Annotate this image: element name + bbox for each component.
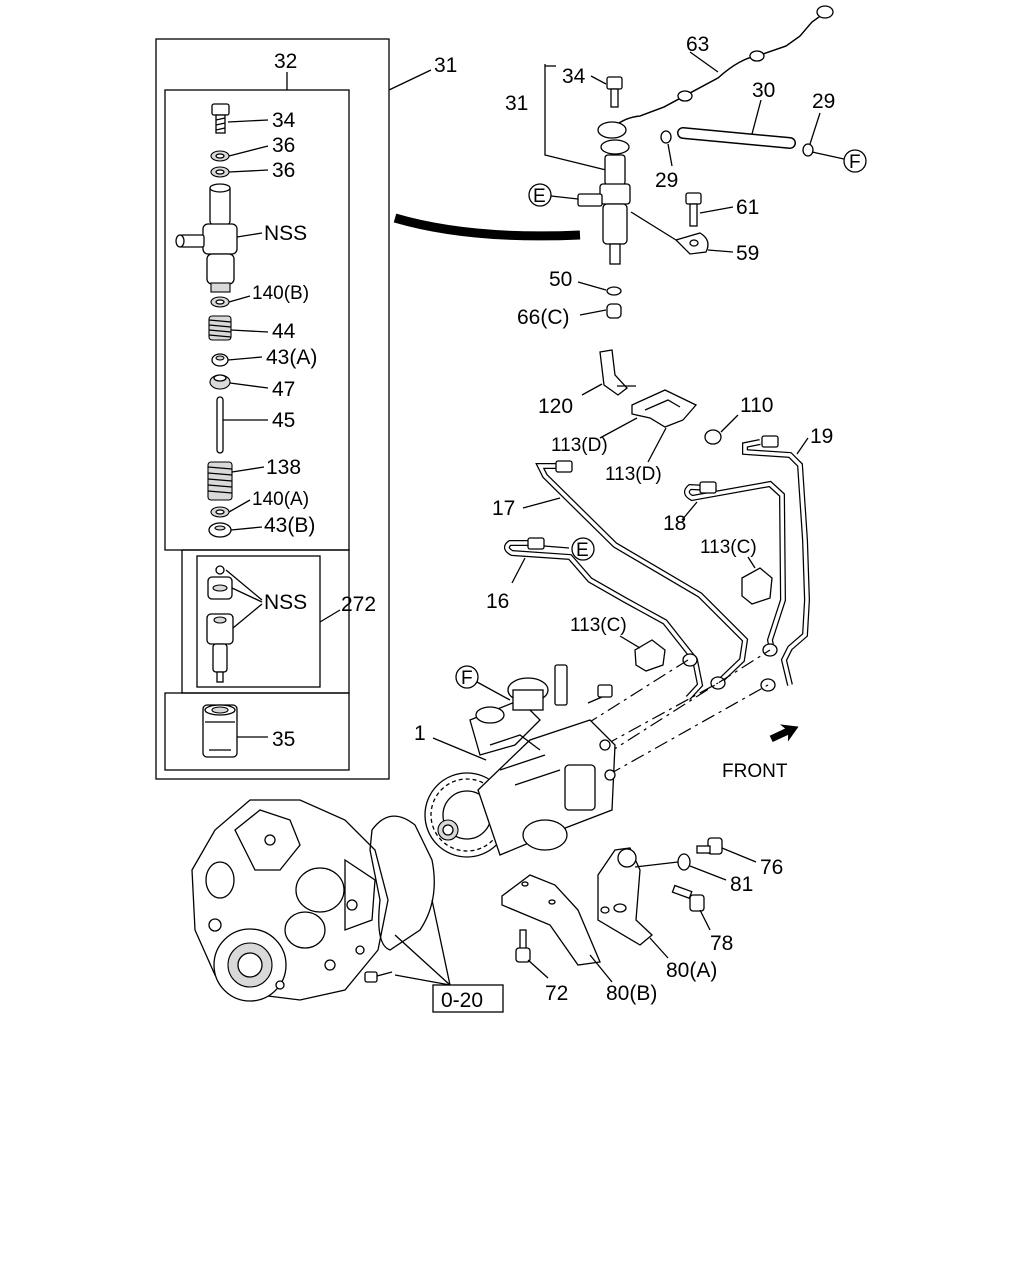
pipe-group: 120 113(D) 113(D) 110 19 18 17 [486,349,833,776]
callout-272: 272 [341,593,376,616]
seat-47 [209,374,231,390]
callout-66c: 66(C) [517,306,570,329]
gasket [369,815,435,951]
bracket-80a [597,847,653,946]
callout-19: 19 [810,425,833,448]
callout-113c-b: 113(C) [570,615,627,636]
callout-50: 50 [549,268,572,291]
inner-box-32 [164,89,350,551]
push-rod-45 [216,396,224,454]
retaining-nut-35 [202,704,238,758]
nozzle-set-272 [206,565,234,683]
callout-36-b: 36 [272,159,295,182]
washer-36-a [210,150,230,162]
cap-66c [606,303,622,319]
nut-110 [704,429,722,445]
callout-47: 47 [272,378,295,401]
callout-31-left: 31 [434,54,457,77]
spring-138 [207,461,233,501]
ref-box-0-20 [432,984,504,1013]
connector-f-top-label: F [849,152,861,173]
inner-box-35 [164,692,350,771]
callout-81: 81 [730,873,753,896]
connector-e-mid-label: E [576,540,589,561]
callout-113c-a: 113(C) [700,537,757,558]
callout-80a: 80(A) [666,959,717,982]
spring-44 [208,315,232,341]
callout-nss-top: NSS [264,222,307,245]
callout-113d-b: 113(D) [605,464,662,485]
callout-17: 17 [492,497,515,520]
bolt-34 [211,103,230,134]
callout-36-a: 36 [272,134,295,157]
callout-29-right: 29 [812,90,835,113]
callout-113d-a: 113(D) [551,435,608,456]
callout-140b: 140(B) [252,283,309,304]
nozzle-exploded-panel: 31 32 34 36 36 NSS [155,38,457,780]
washer-36-b [210,166,230,178]
bolt-34-right [606,76,623,108]
callout-30: 30 [752,79,775,102]
clamp-113c-a [741,567,773,605]
callout-1: 1 [414,722,426,745]
connector-e-mid [571,537,595,561]
callout-43a: 43(A) [266,346,317,369]
callout-0-20: 0-20 [441,989,483,1012]
bracket-80b [501,874,601,966]
callout-140a: 140(A) [252,489,309,510]
clamp-113d [631,389,698,428]
connector-f-top [843,149,867,173]
callout-31-right: 31 [505,92,528,115]
callout-59: 59 [736,242,759,265]
washer-50 [606,286,622,296]
outer-box-31 [155,38,390,780]
callout-78: 78 [710,932,733,955]
engine-front-case [191,799,435,1002]
seat-43a [211,353,229,367]
callout-44: 44 [272,320,296,343]
pipe-18 [684,480,787,651]
connector-f-pump-label: F [461,668,473,689]
callout-32: 32 [274,50,297,73]
callout-80b: 80(B) [606,982,657,1005]
callout-138: 138 [266,456,301,479]
callout-120: 120 [538,395,573,418]
callout-34-left: 34 [272,109,296,132]
nozzle-holder [175,183,238,293]
connector-e-top [528,183,552,207]
injection-pump-1 [424,664,616,858]
front-arrow [769,724,799,743]
callout-63: 63 [686,33,709,56]
assembly-pointer [393,213,581,241]
bracket-120 [599,349,628,396]
callout-29-mid: 29 [655,169,678,192]
front-label: FRONT [722,761,788,782]
callout-45: 45 [272,409,295,432]
callout-35: 35 [272,728,295,751]
injector-assembly: 63 34 31 E 30 29 29 [505,5,867,329]
washer-140a [210,506,230,518]
callout-18: 18 [663,512,686,535]
seat-43b [208,522,232,538]
washer-140b [210,296,230,308]
connector-f-pump [455,665,479,689]
callout-72: 72 [545,982,568,1005]
callout-34-right: 34 [562,65,586,88]
callout-61: 61 [736,196,759,219]
callout-16: 16 [486,590,509,613]
connector-e-top-label: E [533,186,546,207]
clamp-113c-b [634,639,666,672]
callout-76: 76 [760,856,783,879]
callout-nss-mid: NSS [264,591,307,614]
bracket-group: 76 81 78 80(A) 80(B) 72 [501,837,783,1005]
callout-110: 110 [740,394,773,417]
callout-43b: 43(B) [264,514,315,537]
